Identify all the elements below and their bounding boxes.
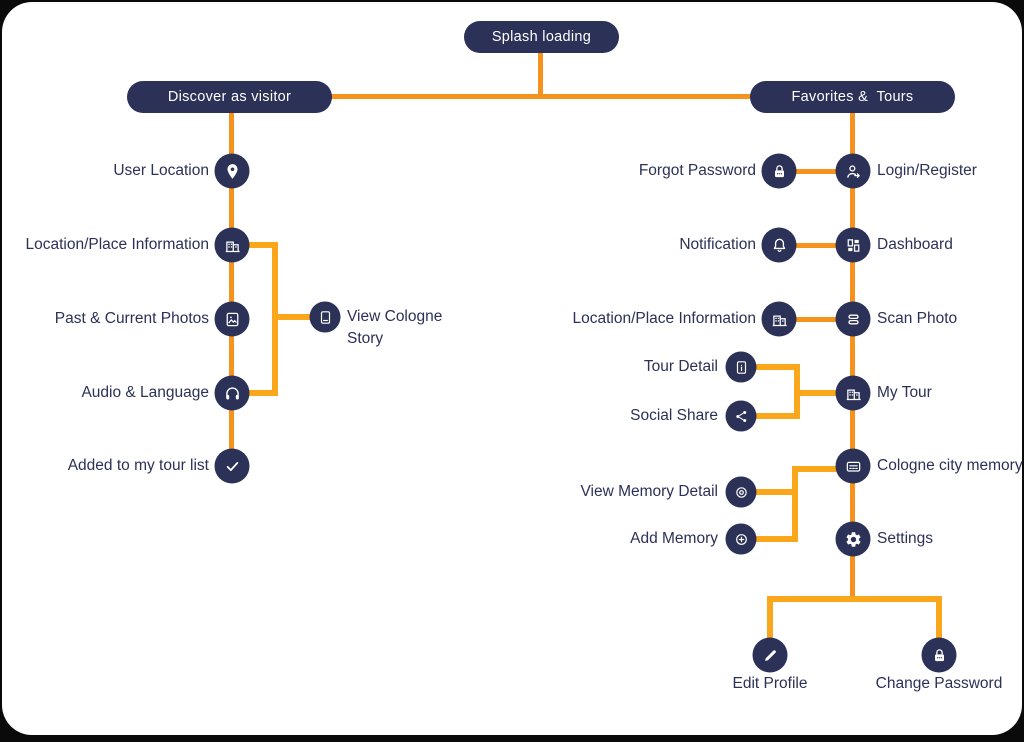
flow-line bbox=[741, 413, 800, 419]
node-circle bbox=[725, 476, 757, 508]
pill-label: Splash loading bbox=[491, 29, 592, 45]
node-circle bbox=[761, 153, 797, 189]
flow-line bbox=[850, 97, 855, 602]
node-label: Cologne city memory bbox=[877, 457, 1022, 474]
location-pin-icon bbox=[226, 163, 238, 179]
node-label: Tour Detail bbox=[643, 358, 718, 375]
bell-icon bbox=[773, 238, 785, 252]
node-label: Added to my tour list bbox=[67, 457, 209, 474]
node-label: Change Password bbox=[875, 675, 1003, 692]
node-circle bbox=[835, 375, 871, 411]
node-label: User Location bbox=[113, 162, 209, 179]
flow-line bbox=[794, 390, 853, 396]
node-circle bbox=[725, 523, 757, 555]
eye-icon bbox=[735, 486, 747, 498]
photo-document-icon bbox=[226, 312, 238, 326]
flow-line bbox=[741, 536, 798, 542]
pill-discover-as-visitor: Discover as visitor bbox=[127, 81, 332, 113]
gear-icon bbox=[845, 531, 861, 547]
node-label: Dashboard bbox=[877, 236, 953, 253]
node-label: View Cologne Story bbox=[347, 308, 443, 348]
book-icon bbox=[320, 310, 330, 324]
headphones-icon bbox=[225, 386, 239, 399]
plus-circle-icon bbox=[735, 533, 747, 545]
flow-line bbox=[779, 169, 853, 174]
dashboard-grid-icon bbox=[847, 238, 859, 252]
flow-line bbox=[538, 48, 543, 97]
node-circle bbox=[835, 153, 871, 189]
flow-line bbox=[936, 596, 942, 644]
node-circle bbox=[835, 301, 871, 337]
building-icon bbox=[772, 314, 787, 326]
flow-line bbox=[792, 466, 853, 472]
node-label: View Memory Detail bbox=[580, 483, 718, 500]
flow-line bbox=[231, 390, 278, 396]
lock-icon bbox=[774, 164, 784, 177]
pill-label: Discover as visitor bbox=[167, 89, 292, 105]
building-icon bbox=[846, 388, 861, 400]
node-label: Notification bbox=[679, 236, 756, 253]
node-circle bbox=[835, 227, 871, 263]
node-label: Social Share bbox=[630, 407, 718, 424]
flow-line bbox=[767, 596, 773, 644]
node-circle bbox=[725, 351, 757, 383]
node-circle bbox=[835, 448, 871, 484]
node-label: Location/Place Information bbox=[25, 236, 209, 253]
node-circle bbox=[921, 637, 957, 673]
node-label: Login/Register bbox=[877, 162, 977, 179]
node-label: My Tour bbox=[877, 384, 932, 401]
flow-line bbox=[272, 314, 320, 320]
pencil-icon bbox=[764, 649, 776, 661]
node-label: Past & Current Photos bbox=[54, 310, 209, 327]
node-circle bbox=[725, 400, 757, 432]
pill-label: Favorites & Tours bbox=[791, 89, 914, 105]
document-info-icon bbox=[736, 360, 746, 374]
node-circle bbox=[214, 227, 250, 263]
node-label: Scan Photo bbox=[877, 310, 958, 327]
lock-icon bbox=[934, 648, 944, 661]
node-circle bbox=[214, 301, 250, 337]
flow-line bbox=[741, 364, 800, 370]
pill-splash-loading: Splash loading bbox=[464, 21, 619, 53]
node-label: Forgot Password bbox=[638, 162, 756, 179]
memory-card-icon bbox=[846, 461, 860, 472]
node-circle bbox=[309, 301, 341, 333]
person-login-icon bbox=[846, 164, 860, 178]
node-label: Edit Profile bbox=[732, 675, 808, 692]
flow-line bbox=[792, 466, 798, 542]
flow-line bbox=[767, 596, 942, 602]
flow-line bbox=[231, 242, 278, 248]
flow-line bbox=[779, 317, 853, 322]
scan-lines-icon bbox=[847, 314, 859, 324]
flow-line bbox=[779, 243, 853, 248]
node-circle bbox=[761, 227, 797, 263]
node-circle bbox=[214, 375, 250, 411]
node-circle bbox=[752, 637, 788, 673]
flow-line bbox=[741, 489, 798, 495]
node-label: Add Memory bbox=[630, 530, 718, 547]
node-label: Location/Place Information bbox=[572, 310, 756, 327]
node-circle bbox=[214, 153, 250, 189]
pill-favorites-tours: Favorites & Tours bbox=[750, 81, 955, 113]
node-circle bbox=[835, 521, 871, 557]
check-icon bbox=[226, 461, 238, 471]
node-label: Settings bbox=[877, 530, 934, 547]
node-label: Audio & Language bbox=[81, 384, 209, 401]
flow-line bbox=[292, 94, 792, 99]
flow-line bbox=[229, 97, 234, 466]
building-icon bbox=[225, 240, 240, 252]
node-circle bbox=[214, 448, 250, 484]
node-circle bbox=[761, 301, 797, 337]
share-icon bbox=[735, 410, 746, 422]
